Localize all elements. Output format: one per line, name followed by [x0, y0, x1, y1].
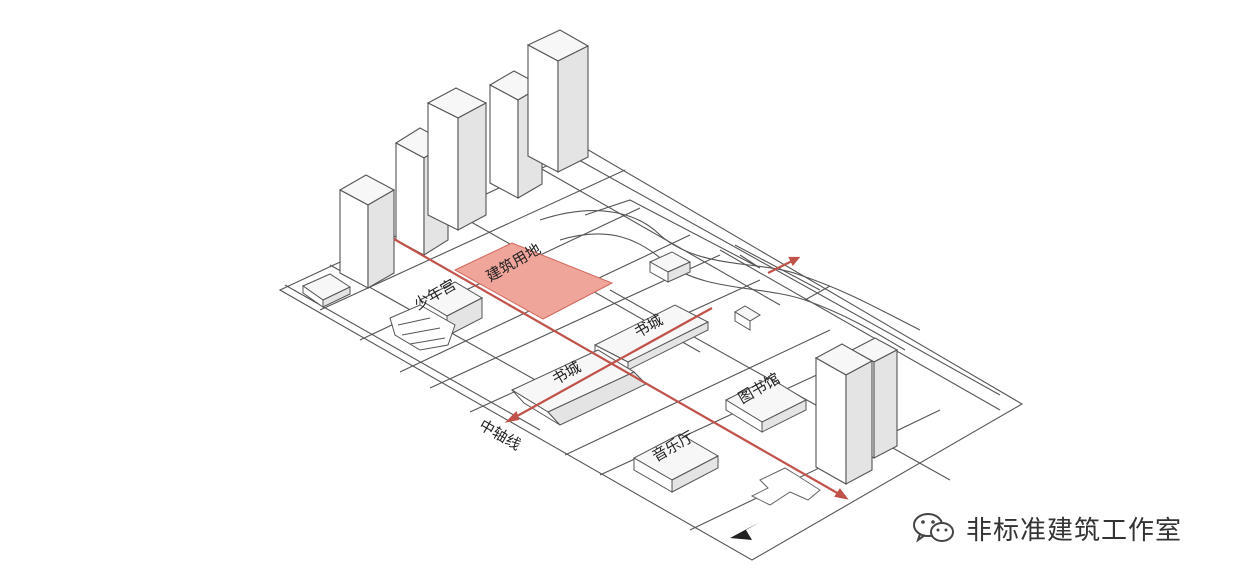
building-site-area — [453, 242, 614, 320]
watermark-text: 非标准建筑工作室 — [966, 515, 1183, 546]
book-city-upper-block — [593, 304, 710, 371]
river-axis-arrowhead — [788, 256, 801, 266]
plaza-cross — [750, 467, 821, 506]
concert-hall-block — [632, 433, 720, 493]
book-city-lower-block — [510, 349, 647, 426]
north-arrow-icon — [730, 522, 760, 540]
central-axis-arrowhead — [834, 488, 849, 500]
tower-3 — [426, 87, 488, 231]
cross-axis-arrowhead — [504, 410, 520, 423]
central-axis-line — [393, 238, 847, 499]
axes — [393, 238, 849, 500]
youth-palace-block — [389, 281, 484, 351]
low-blocks — [301, 251, 808, 493]
small-block — [301, 273, 352, 308]
tower-row — [338, 29, 590, 289]
library-block — [724, 377, 808, 433]
pier-block — [734, 305, 761, 331]
tower-1 — [338, 174, 396, 289]
tower-pair — [814, 337, 899, 485]
cross-axis-line — [509, 307, 713, 421]
watermark: 非标准建筑工作室 — [912, 510, 1182, 546]
tower-7 — [814, 343, 874, 485]
river-block — [648, 251, 692, 283]
tower-5 — [526, 29, 590, 173]
central-axis-label: 中轴线 — [476, 416, 524, 454]
wechat-icon — [913, 513, 954, 543]
